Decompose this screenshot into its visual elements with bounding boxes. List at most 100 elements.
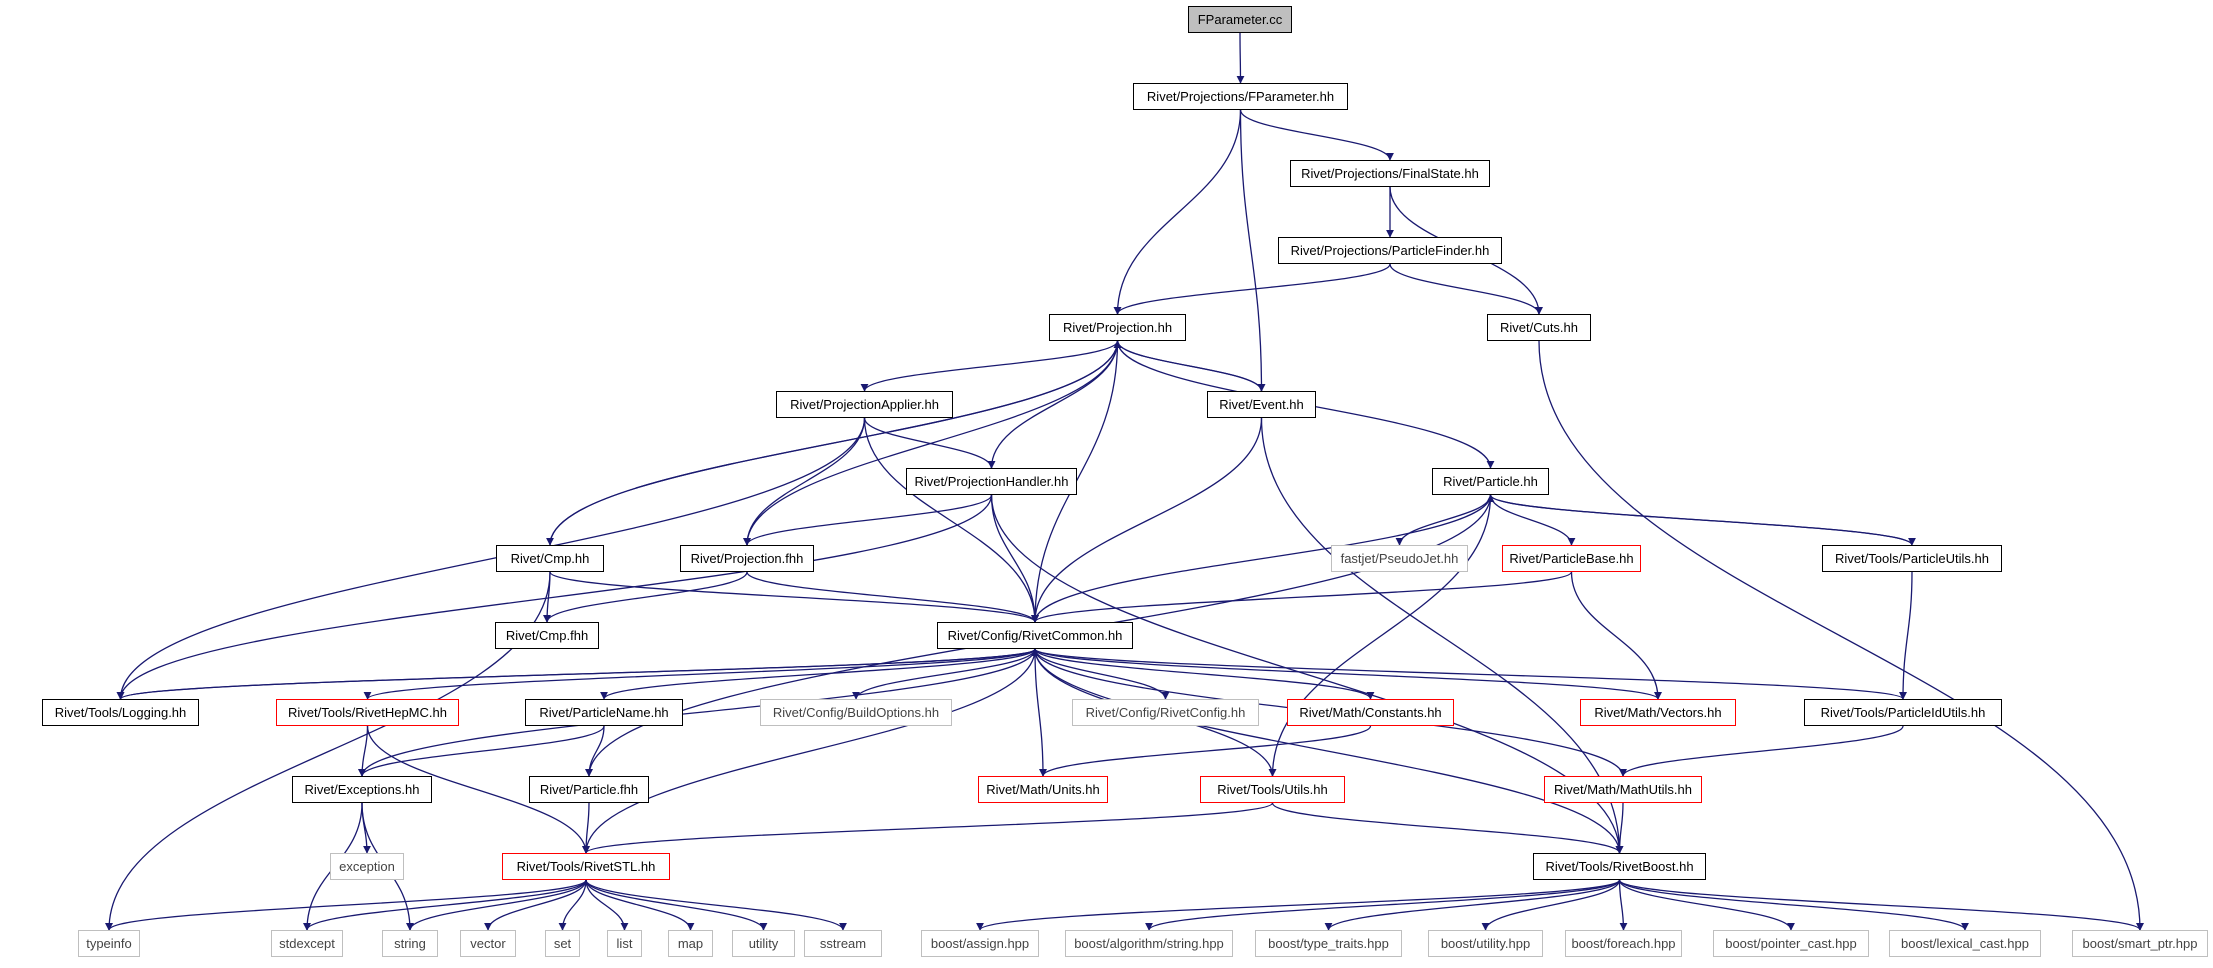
node-buildoptions[interactable]: Rivet/Config/BuildOptions.hh [760,699,952,726]
node-units[interactable]: Rivet/Math/Units.hh [978,776,1108,803]
edge-particle-hh-to-rivetcommon [1031,494,1492,623]
node-string[interactable]: string [382,930,438,957]
edge-particlename-to-exceptions [358,725,605,777]
edge-rivetcommon-to-rivetstl [582,648,1036,854]
node-particle-hh[interactable]: Rivet/Particle.hh [1432,468,1549,495]
edge-rivetcommon-to-buildoptions [852,648,1036,700]
node-cuts[interactable]: Rivet/Cuts.hh [1487,314,1591,341]
node-mathutils[interactable]: Rivet/Math/MathUtils.hh [1544,776,1702,803]
edge-particleutils-to-particle-hh [1486,494,1913,546]
node-assign[interactable]: boost/assign.hpp [921,930,1039,957]
edge-logging-to-rivetcommon [119,648,1039,700]
edge-rivethepmc-to-rivetstl [366,725,590,854]
node-butility[interactable]: boost/utility.hpp [1428,930,1543,957]
edge-particleidutils-to-mathutils [1619,725,1904,777]
edge-utils-to-rivetstl [582,802,1274,854]
edge-particleutils-to-particleidutils [1899,571,1913,700]
node-exceptions[interactable]: Rivet/Exceptions.hh [292,776,432,803]
edge-projapplier-to-logging [116,417,866,700]
node-algostring[interactable]: boost/algorithm/string.hpp [1065,930,1233,957]
edge-projhandler-to-projection-fhh [743,494,993,546]
node-rivetcommon[interactable]: Rivet/Config/RivetCommon.hh [937,622,1133,649]
edge-rivetcommon-to-vectors [1034,648,1662,700]
node-lexicalcast[interactable]: boost/lexical_cast.hpp [1889,930,2041,957]
edge-projection-fhh-to-cmp-fhh [543,571,748,623]
node-typetraits[interactable]: boost/type_traits.hpp [1255,930,1402,957]
node-fparameter-cc[interactable]: FParameter.cc [1188,6,1292,33]
edge-rivetboost-to-butility [1481,879,1621,931]
edge-projection-fhh-to-rivetcommon [746,571,1039,623]
edge-rivetboost-to-pointercast [1618,879,1795,931]
edge-rivetstl-to-typeinfo [105,879,587,931]
node-pseudojet[interactable]: fastjet/PseudoJet.hh [1331,545,1468,572]
node-constants[interactable]: Rivet/Math/Constants.hh [1287,699,1454,726]
edge-event-to-projection-hh [1113,340,1263,392]
node-utility[interactable]: utility [732,930,795,957]
edge-rivetcommon-to-constants [1034,648,1375,700]
edge-particle-hh-to-utils [1268,494,1492,777]
node-cmp-hh[interactable]: Rivet/Cmp.hh [496,545,604,572]
node-set[interactable]: set [545,930,580,957]
edge-rivetboost-to-lexicalcast [1618,879,1969,931]
edge-utils-to-rivetboost [1271,802,1624,854]
node-pointercast[interactable]: boost/pointer_cast.hpp [1713,930,1869,957]
edge-rivetstl-to-vector [484,879,587,931]
edge-rivetcommon-to-rivethepmc [363,648,1036,700]
node-map[interactable]: map [668,930,713,957]
node-rivetconfig[interactable]: Rivet/Config/RivetConfig.hh [1072,699,1259,726]
edge-event-to-rivetcommon [1031,417,1263,623]
edge-rivetstl-to-utility [585,879,768,931]
node-rivethepmc[interactable]: Rivet/Tools/RivetHepMC.hh [276,699,459,726]
node-projection-fhh[interactable]: Rivet/Projection.fhh [680,545,814,572]
edge-fparameter-hh-to-finalstate [1239,109,1394,161]
node-finalstate[interactable]: Rivet/Projections/FinalState.hh [1290,160,1490,187]
edge-particlefinder-to-cuts [1389,263,1543,315]
edge-projapplier-to-projection-fhh [743,417,866,546]
node-vectors[interactable]: Rivet/Math/Vectors.hh [1580,699,1736,726]
edge-particlebase-to-rivetcommon [1031,571,1573,623]
node-projhandler[interactable]: Rivet/ProjectionHandler.hh [906,468,1077,495]
edge-particle-hh-to-pseudojet [1395,494,1492,546]
node-event[interactable]: Rivet/Event.hh [1207,391,1316,418]
edge-mathutils-to-rivetboost [1615,802,1624,854]
edge-rivetboost-to-typetraits [1324,879,1621,931]
node-exception[interactable]: exception [330,853,404,880]
node-fparameter-hh[interactable]: Rivet/Projections/FParameter.hh [1133,83,1348,110]
edge-cmp-hh-to-projection-hh [549,340,1122,546]
node-sstream[interactable]: sstream [804,930,882,957]
edge-projection-hh-to-projapplier [860,340,1119,392]
node-rivetboost[interactable]: Rivet/Tools/RivetBoost.hh [1533,853,1706,880]
node-particlebase[interactable]: Rivet/ParticleBase.hh [1502,545,1641,572]
node-list[interactable]: list [607,930,642,957]
edge-projapplier-to-projhandler [863,417,996,469]
edge-rivetcommon-to-rivetconfig [1034,648,1170,700]
edge-fparameter-cc-to-fparameter-hh [1236,32,1245,84]
node-particleidutils[interactable]: Rivet/Tools/ParticleIdUtils.hh [1804,699,2002,726]
node-projection-hh[interactable]: Rivet/Projection.hh [1049,314,1186,341]
node-projapplier[interactable]: Rivet/ProjectionApplier.hh [776,391,953,418]
node-particlefinder[interactable]: Rivet/Projections/ParticleFinder.hh [1278,237,1502,264]
node-smartptr[interactable]: boost/smart_ptr.hpp [2072,930,2208,957]
edge-particlefinder-to-projection-hh [1113,263,1391,315]
node-typeinfo[interactable]: typeinfo [78,930,140,957]
edge-rivetstl-to-list [585,879,629,931]
node-stdexcept[interactable]: stdexcept [271,930,343,957]
node-logging[interactable]: Rivet/Tools/Logging.hh [42,699,199,726]
node-particlename[interactable]: Rivet/ParticleName.hh [525,699,683,726]
node-particle-fhh[interactable]: Rivet/Particle.fhh [529,776,649,803]
edge-rivetcommon-to-units [1034,648,1047,777]
edge-projapplier-to-rivetcommon [863,417,1039,623]
node-foreach[interactable]: boost/foreach.hpp [1565,930,1682,957]
node-cmp-fhh[interactable]: Rivet/Cmp.fhh [495,622,599,649]
node-utils[interactable]: Rivet/Tools/Utils.hh [1200,776,1345,803]
edge-projhandler-to-logging [116,494,993,700]
node-particleutils[interactable]: Rivet/Tools/ParticleUtils.hh [1822,545,2002,572]
edge-rivetstl-to-stdexcept [303,879,587,931]
edge-fparameter-hh-to-event [1239,109,1266,392]
edge-rivetboost-to-assign [976,879,1621,931]
node-vector[interactable]: vector [460,930,516,957]
edge-rivetboost-to-smartptr [1618,879,2144,931]
node-rivetstl[interactable]: Rivet/Tools/RivetSTL.hh [502,853,670,880]
